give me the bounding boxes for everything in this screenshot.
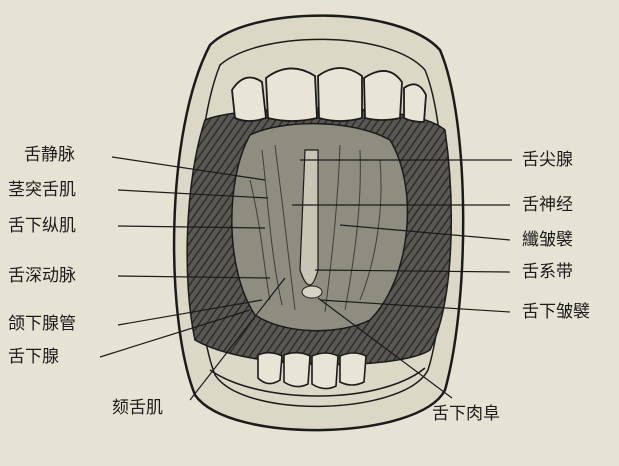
label-shexia-zongji: 舌下纵肌 xyxy=(8,216,76,236)
label-shexia-roufu: 舌下肉阜 xyxy=(432,404,500,424)
label-jingtu-shejii: 茎突舌肌 xyxy=(8,180,76,200)
label-xian-zhoubi: 纖皱襞 xyxy=(522,230,573,250)
sublingual-caruncle xyxy=(302,286,322,298)
label-shexia-zhoubi: 舌下皱襞 xyxy=(522,302,590,322)
lower-teeth xyxy=(258,353,366,389)
label-she-jingmai: 舌静脉 xyxy=(24,145,75,165)
label-she-shenjing: 舌神经 xyxy=(522,195,573,215)
label-shen-dongmai: 舌深动脉 xyxy=(8,266,76,286)
label-kesheji: 颏舌肌 xyxy=(112,398,163,418)
label-she-xidai: 舌系带 xyxy=(522,262,573,282)
label-shejian-xian: 舌尖腺 xyxy=(522,150,573,170)
label-shexia-xian: 舌下腺 xyxy=(8,347,59,367)
label-hexia-xianguan: 颌下腺管 xyxy=(8,314,76,334)
